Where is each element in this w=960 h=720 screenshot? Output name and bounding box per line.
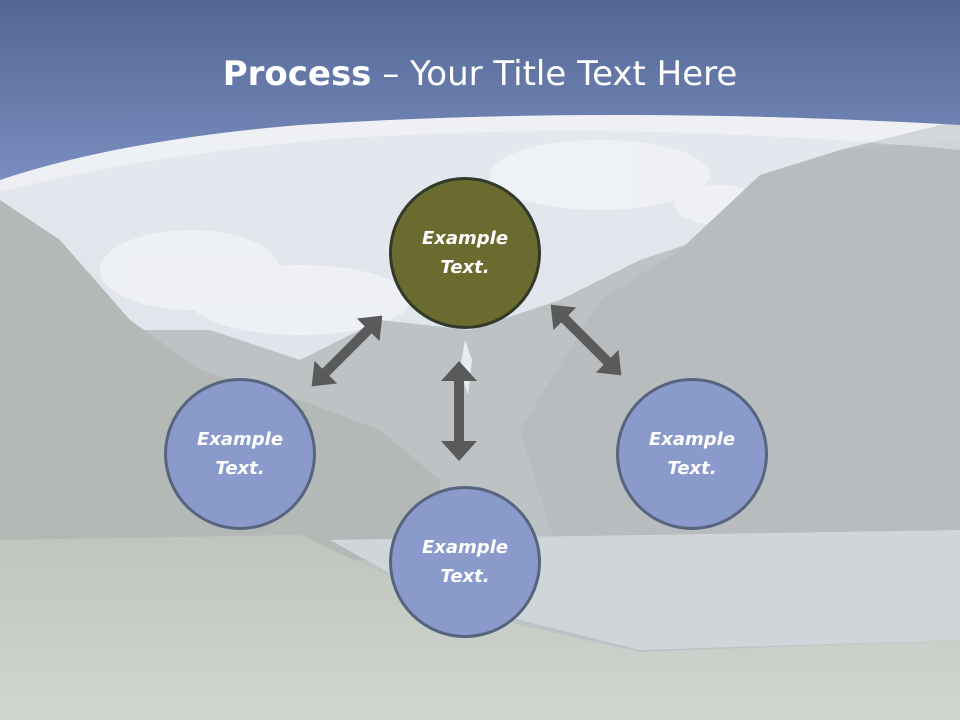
node-right: Example Text. [616,378,768,530]
arrow-top-left [311,315,383,387]
node-left-label: Example Text. [196,429,284,479]
node-top-label: Example Text. [421,228,509,278]
node-left: Example Text. [164,378,316,530]
node-bottom-label: Example Text. [421,537,509,587]
arrow-vertical [441,361,477,461]
title-rest: – Your Title Text Here [371,54,738,94]
slide-title: Process – Your Title Text Here [0,52,960,96]
node-right-label: Example Text. [648,429,736,479]
title-bold: Process [222,54,372,94]
node-top: Example Text. [389,177,541,329]
node-bottom: Example Text. [389,486,541,638]
arrow-top-right [550,304,622,376]
